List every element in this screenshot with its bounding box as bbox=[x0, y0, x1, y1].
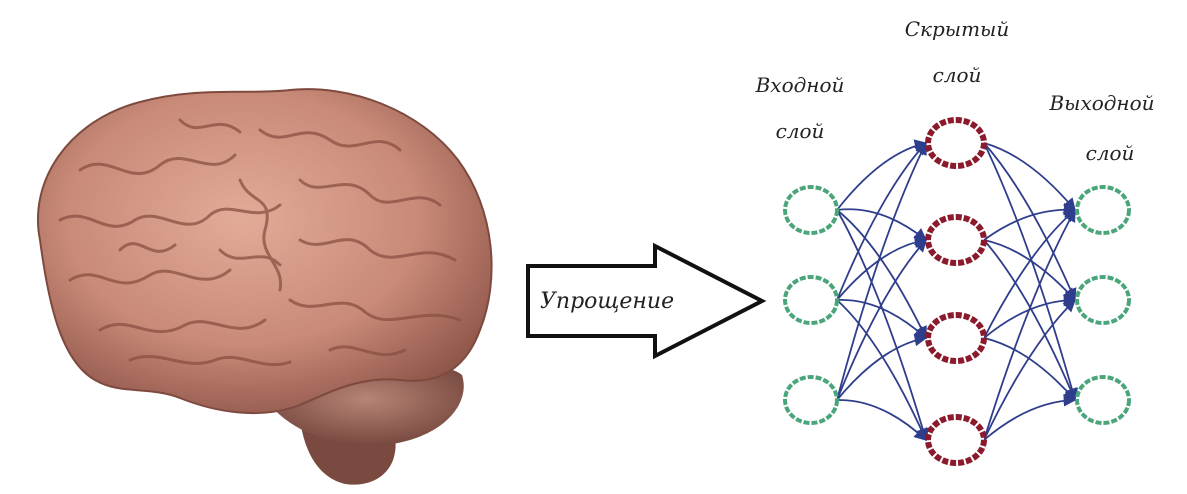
output-layer-label-line2: слой bbox=[1086, 141, 1135, 165]
network-nodes bbox=[785, 120, 1129, 463]
simplification-arrow: Упрощение bbox=[528, 246, 762, 356]
connection-hidden-1-to-output-1 bbox=[984, 143, 1075, 210]
hidden-layer-label-line2: слой bbox=[933, 63, 982, 87]
output-layer-label-line1: Выходной bbox=[1048, 91, 1154, 115]
output-node-3 bbox=[1077, 377, 1129, 423]
brain-illustration bbox=[38, 89, 492, 485]
input-node-1 bbox=[785, 187, 837, 233]
hidden-layer-label-line1: Скрытый bbox=[905, 17, 1009, 41]
hidden-node-1 bbox=[928, 120, 984, 166]
output-node-1 bbox=[1077, 187, 1129, 233]
arrow-label: Упрощение bbox=[540, 289, 674, 314]
connection-input-3-to-hidden-1 bbox=[837, 143, 926, 400]
input-node-3 bbox=[785, 377, 837, 423]
connection-input-1-to-hidden-4 bbox=[837, 210, 926, 440]
hidden-node-3 bbox=[928, 315, 984, 361]
input-layer-label-line1: Входной bbox=[755, 73, 845, 97]
input-node-2 bbox=[785, 277, 837, 323]
output-node-2 bbox=[1077, 277, 1129, 323]
connection-input-1-to-hidden-1 bbox=[837, 143, 926, 210]
connection-input-1-to-hidden-3 bbox=[837, 210, 926, 338]
hidden-node-4 bbox=[928, 417, 984, 463]
connection-hidden-4-to-output-3 bbox=[984, 400, 1075, 440]
connection-hidden-3-to-output-1 bbox=[984, 210, 1075, 338]
connection-hidden-2-to-output-3 bbox=[984, 240, 1075, 400]
connection-input-3-to-hidden-4 bbox=[837, 400, 926, 440]
input-layer-label-line2: слой bbox=[776, 119, 825, 143]
connection-input-3-to-hidden-2 bbox=[837, 240, 926, 400]
network-connections bbox=[837, 143, 1075, 440]
hidden-node-2 bbox=[928, 217, 984, 263]
